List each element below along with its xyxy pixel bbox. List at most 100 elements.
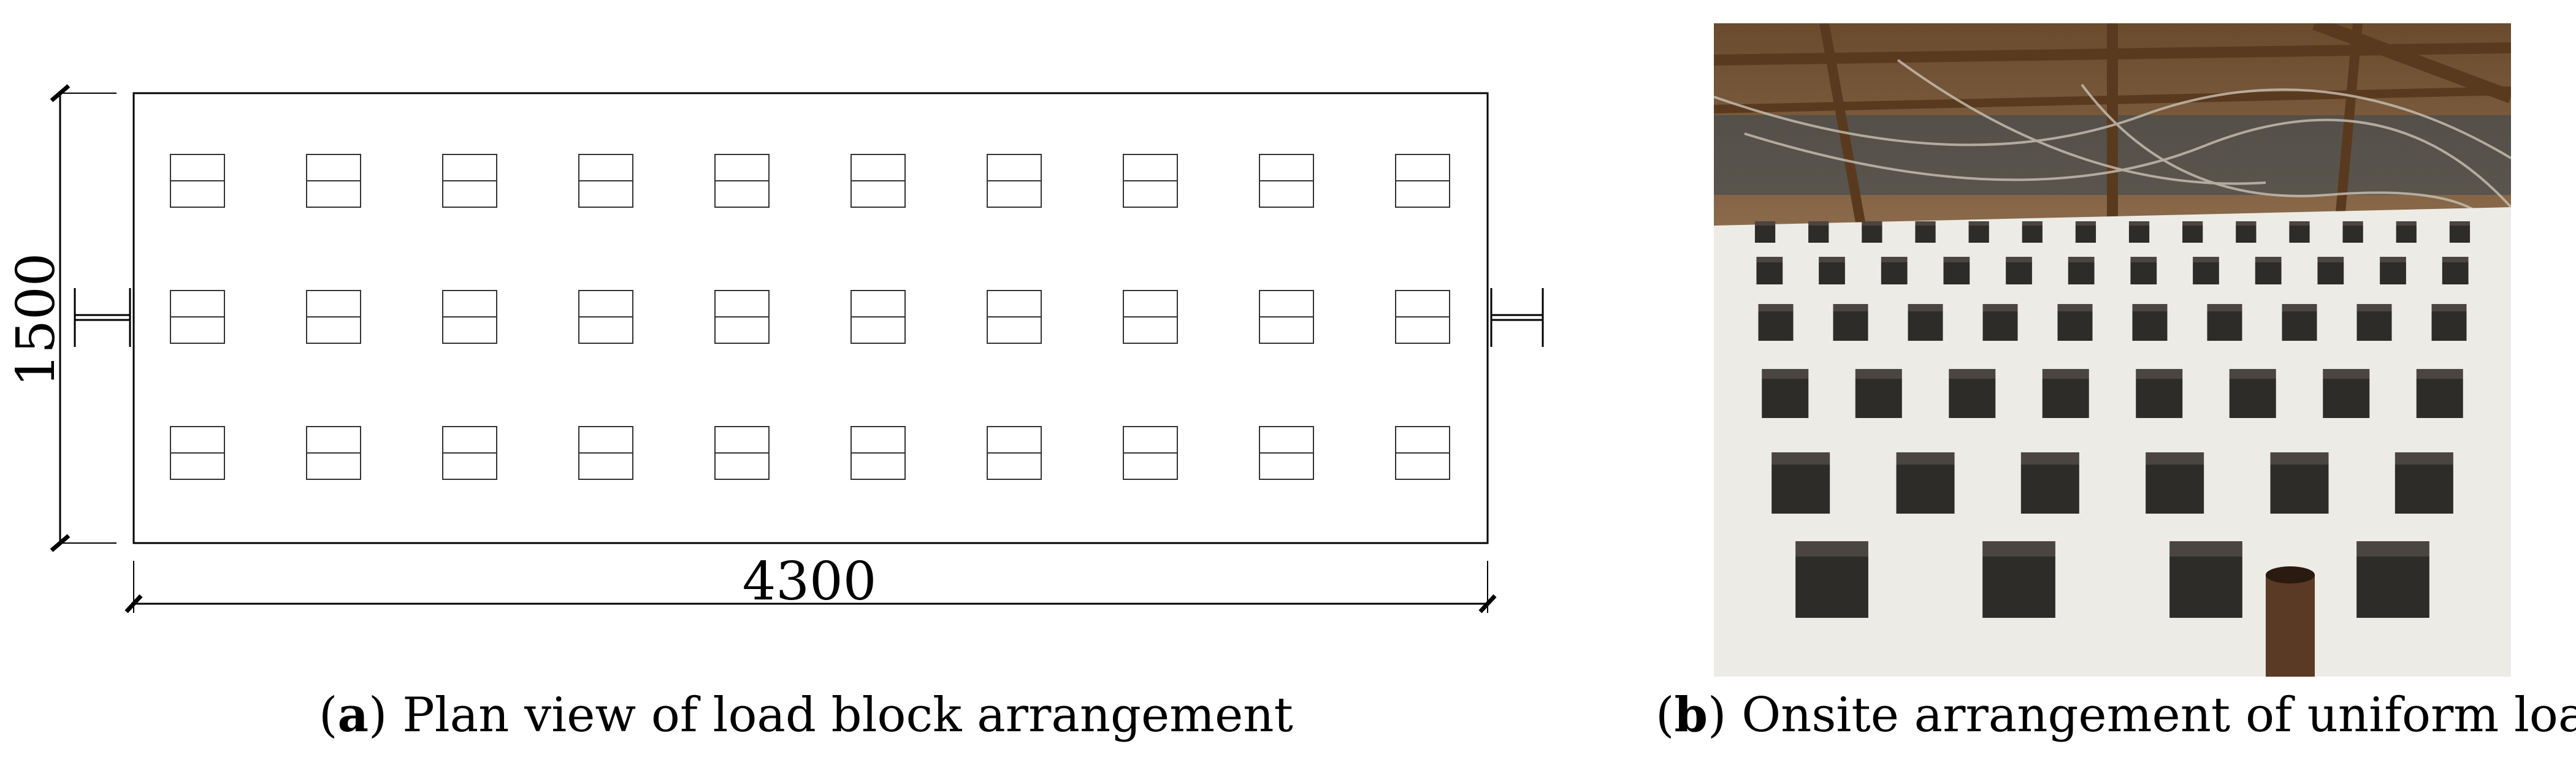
iron-weight — [1754, 221, 1776, 243]
iron-weight — [1982, 304, 2018, 341]
iron-weight — [2022, 221, 2043, 243]
load-block — [442, 290, 497, 344]
iron-weight — [2342, 221, 2363, 243]
iron-weight — [1762, 369, 1809, 418]
caption-a: (a) Plan view of load block arrangement — [319, 687, 1293, 743]
iron-weight — [2442, 257, 2469, 284]
iron-weight — [1908, 304, 1943, 341]
caption-b-letter: b — [1674, 687, 1708, 743]
load-block — [1123, 426, 1178, 480]
iron-weight — [2169, 541, 2242, 618]
iron-weight — [2132, 304, 2168, 341]
load-block — [578, 426, 633, 480]
width-dimension-label: 4300 — [743, 551, 877, 612]
iron-weight — [2236, 221, 2257, 243]
iron-weight — [1819, 257, 1845, 284]
iron-weight — [1896, 452, 1955, 514]
load-block — [714, 154, 770, 208]
slab-outline — [132, 92, 1489, 544]
iron-weight — [2068, 257, 2095, 284]
left-support-i-beam — [74, 288, 131, 347]
right-support-i-beam — [1490, 288, 1544, 347]
iron-weight — [2207, 304, 2242, 341]
height-dimension-label: 1500 — [6, 253, 67, 387]
load-block — [987, 426, 1042, 480]
sensor-cables — [1714, 59, 2511, 238]
load-block — [1123, 290, 1178, 344]
caption-a-letter: a — [337, 687, 369, 743]
iron-weight — [2380, 257, 2406, 284]
iron-weight — [1982, 541, 2055, 618]
iron-weight — [2449, 221, 2471, 243]
iron-weight — [2396, 221, 2417, 243]
iron-weight — [1833, 304, 1868, 341]
foreground-pipe — [2266, 575, 2315, 677]
caption-a-text: Plan view of load block arrangement — [387, 688, 1293, 743]
load-block — [1395, 290, 1450, 344]
iron-weight — [1915, 221, 1936, 243]
iron-weight — [2356, 541, 2429, 618]
iron-weight — [1756, 257, 1783, 284]
load-block — [1395, 154, 1450, 208]
iron-weight — [2289, 221, 2310, 243]
load-block — [1395, 426, 1450, 480]
iron-weight — [2416, 369, 2463, 418]
iron-weight — [1862, 221, 1882, 243]
load-block — [170, 154, 225, 208]
height-dimension: 1500 — [6, 84, 117, 552]
load-block — [442, 426, 497, 480]
load-block — [442, 154, 497, 208]
iron-weight — [1943, 257, 1970, 284]
iron-weight — [2431, 304, 2467, 341]
load-block — [306, 290, 361, 344]
iron-weight — [2255, 257, 2282, 284]
load-block — [714, 290, 770, 344]
load-block — [1123, 154, 1178, 208]
iron-weight — [2146, 452, 2204, 514]
iron-weight — [1881, 257, 1908, 284]
iron-weight — [2128, 221, 2150, 243]
load-block — [578, 154, 633, 208]
iron-weight — [2057, 304, 2093, 341]
width-dimension: 4300 — [124, 551, 1497, 614]
iron-weight — [2020, 452, 2079, 514]
load-block — [850, 290, 906, 344]
load-block — [714, 426, 770, 480]
load-block-grid — [170, 154, 1450, 480]
iron-weight — [1968, 221, 1989, 243]
load-block — [170, 290, 225, 344]
load-block — [306, 426, 361, 480]
load-block — [170, 426, 225, 480]
iron-weight — [1808, 221, 1829, 243]
onsite-load-photo — [1714, 23, 2511, 677]
load-block — [987, 154, 1042, 208]
load-block — [850, 426, 906, 480]
iron-weight — [2130, 257, 2157, 284]
iron-weight — [2182, 221, 2203, 243]
iron-weight — [1949, 369, 1996, 418]
iron-weight — [2006, 257, 2032, 284]
load-block — [1259, 290, 1314, 344]
iron-weight — [1855, 369, 1902, 418]
iron-weight — [2394, 452, 2453, 514]
caption-b: (b) Onsite arrangement of uniform load — [1656, 682, 2576, 749]
iron-weight — [2282, 304, 2317, 341]
iron-weight — [2356, 304, 2392, 341]
iron-weight — [2229, 369, 2276, 418]
load-block — [1259, 154, 1314, 208]
iron-weight — [2136, 369, 2183, 418]
iron-weight — [2075, 221, 2096, 243]
load-block — [578, 290, 633, 344]
iron-weight — [2193, 257, 2219, 284]
iron-weight — [2270, 452, 2329, 514]
load-block — [987, 290, 1042, 344]
plan-view-drawing: 1500 4300 — [6, 84, 1544, 614]
iron-weight — [1758, 304, 1794, 341]
iron-weight — [1795, 541, 1868, 618]
iron-weight — [1771, 452, 1830, 514]
iron-weight — [2323, 369, 2370, 418]
load-block — [306, 154, 361, 208]
caption-b-text: Onsite arrangement of uniform load — [1726, 688, 2576, 743]
iron-weight-blocks — [1754, 221, 2471, 618]
